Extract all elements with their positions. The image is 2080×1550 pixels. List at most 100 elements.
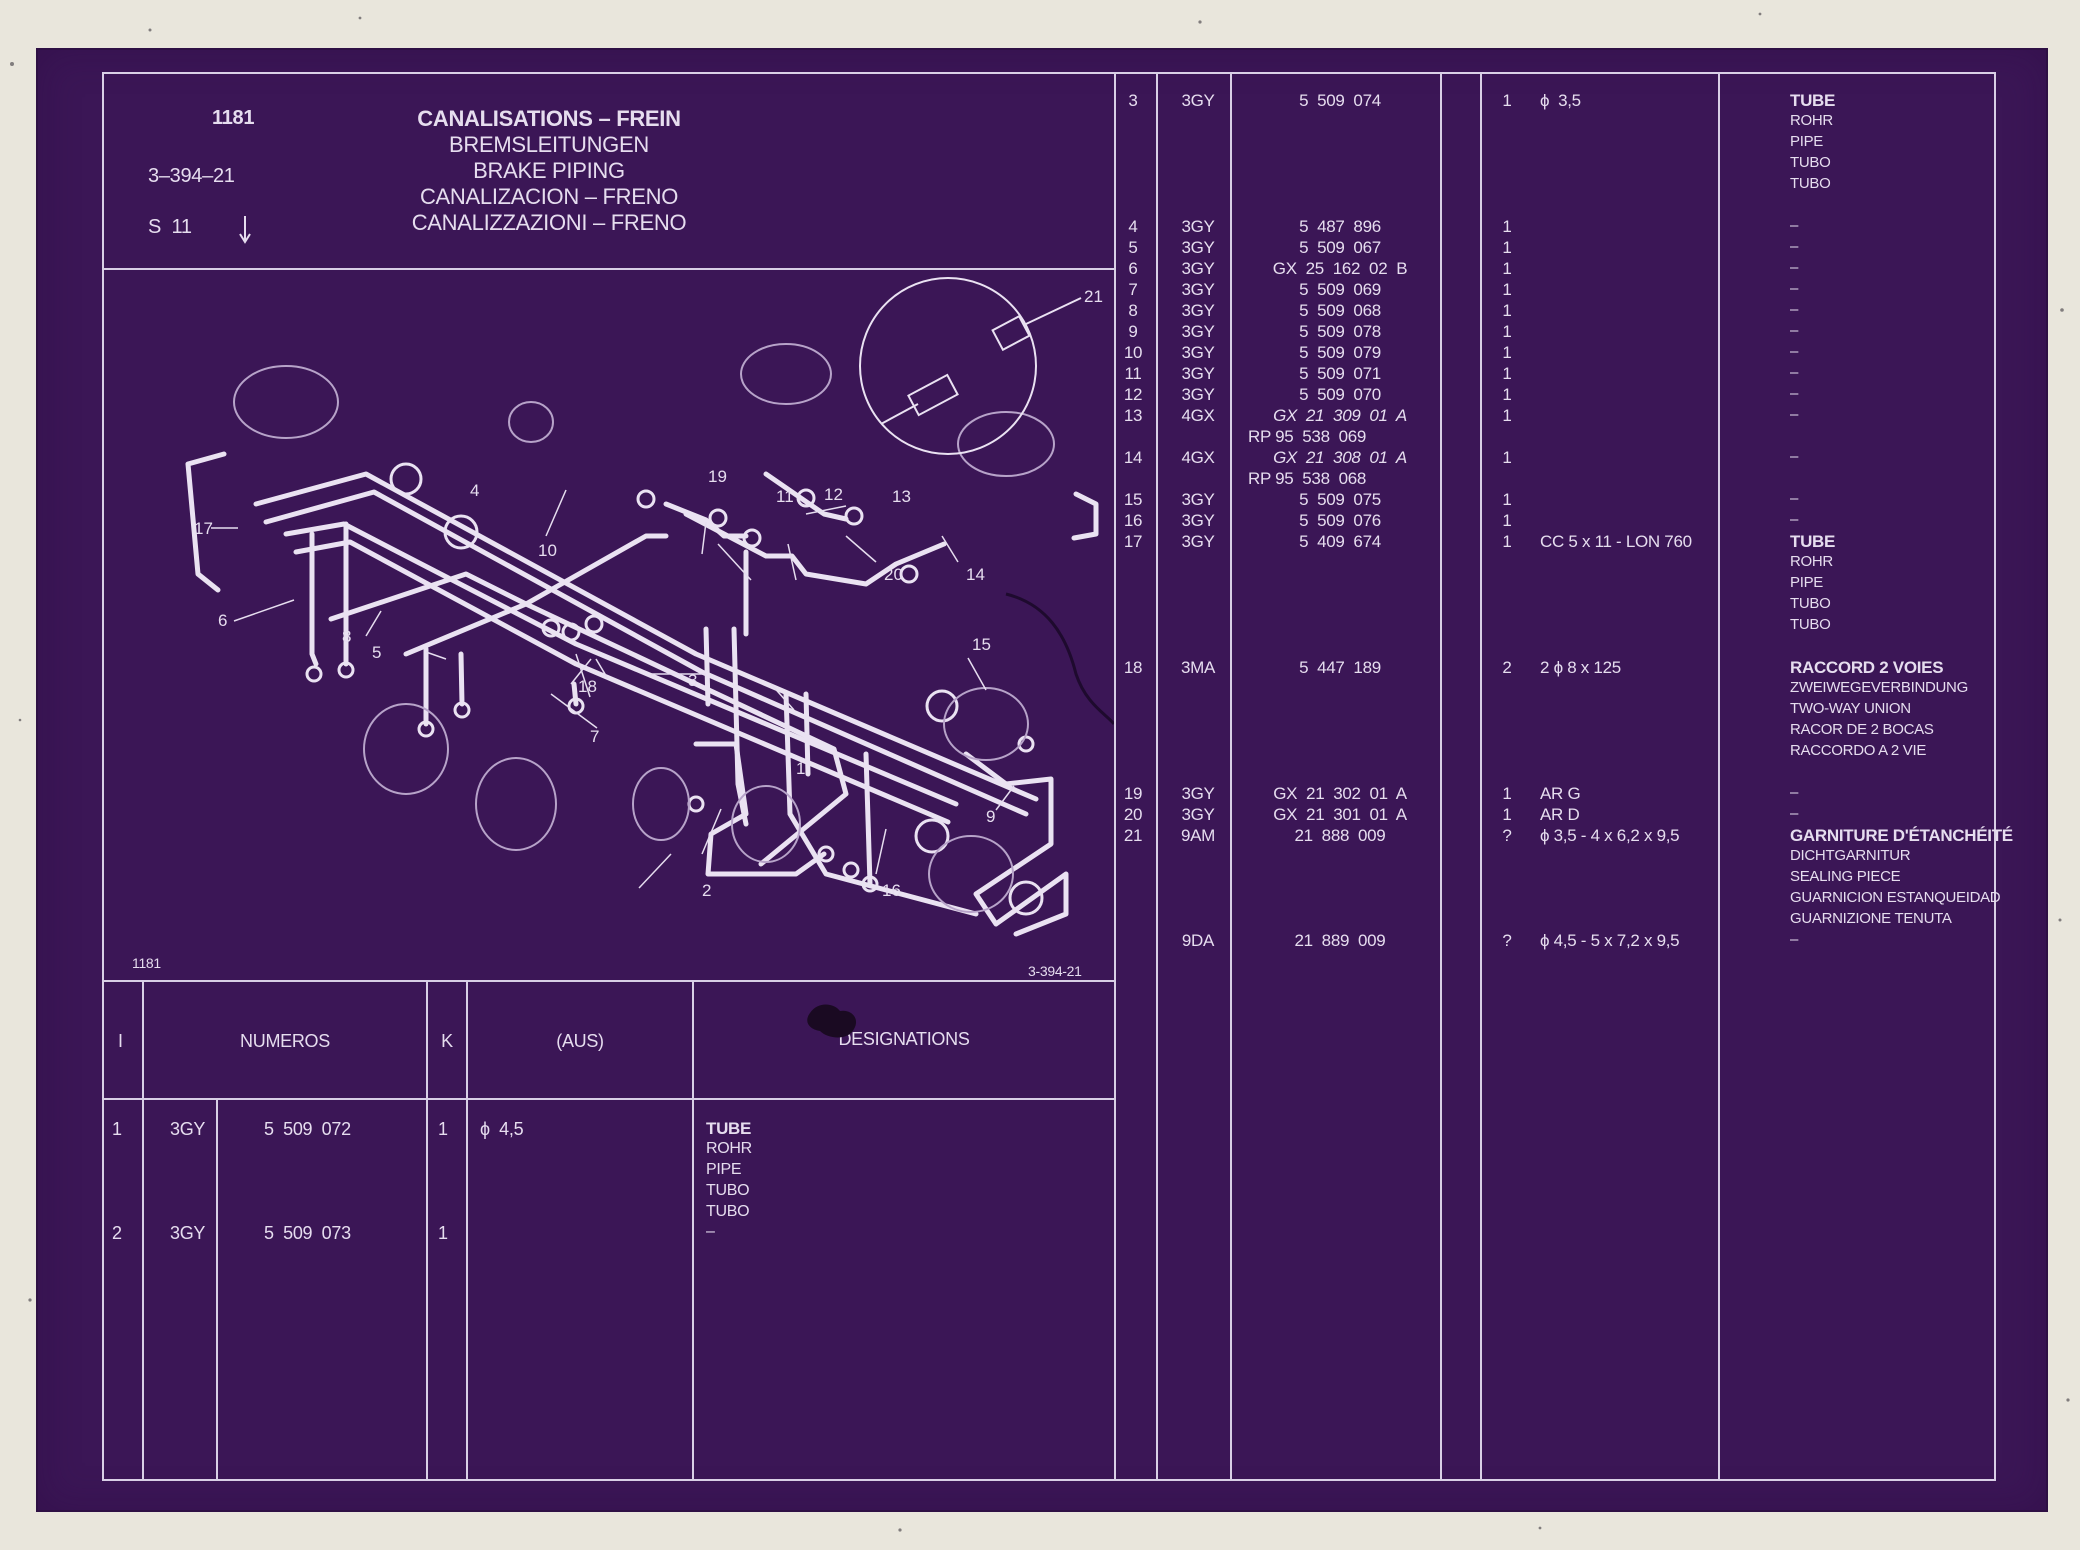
- col-line-i: [142, 980, 144, 1479]
- row-designation: –: [1790, 217, 1799, 234]
- title-block: CANALISATIONS – FREIN BREMSLEITUNGEN BRA…: [374, 108, 724, 238]
- sheet-frame: 1181 3–394–21 S 11 CANALISATIONS – FREIN…: [102, 72, 2013, 1481]
- row-index: 13: [1123, 406, 1143, 425]
- row-designation: –: [1790, 343, 1799, 360]
- row-index: 11: [1124, 364, 1142, 383]
- row-designation: TUBE: [1790, 91, 1836, 110]
- callout-13: 13: [892, 487, 911, 506]
- row-index: 12: [1123, 385, 1143, 404]
- row-index: 8: [1128, 301, 1138, 320]
- row-designation: –: [1790, 259, 1799, 276]
- row-index: 19: [1123, 784, 1143, 803]
- row-aus: ϕ 4,5 - 5 x 7,2 x 9,5: [1540, 931, 1680, 950]
- row-index: 4: [1128, 217, 1138, 236]
- row-designation: –: [1790, 238, 1799, 255]
- row-part-number: GX 21 302 01 A: [1273, 784, 1407, 803]
- callout-20: 20: [884, 565, 903, 584]
- table-head-line: [104, 1098, 1114, 1100]
- row-part-number: 5 509 068: [1299, 301, 1381, 320]
- row-aus: AR G: [1540, 784, 1581, 803]
- row-qty: 1: [1502, 280, 1512, 299]
- row-qty: 1: [1502, 490, 1512, 509]
- callout-2: 2: [702, 881, 711, 900]
- row-part-number: GX 25 162 02 B: [1272, 259, 1408, 278]
- row-part-number: 5 509 070: [1299, 385, 1381, 404]
- title-de: BREMSLEITUNGEN: [449, 132, 649, 157]
- row-group: 4GX: [1181, 406, 1215, 425]
- row-designation-es: TUBO: [706, 1182, 750, 1199]
- sheet-number: S 11: [148, 216, 192, 238]
- row-aus: 2 ϕ 8 x 125: [1540, 658, 1621, 677]
- row-designation: –: [1790, 931, 1799, 948]
- col-line-numeros: [426, 980, 428, 1479]
- row-part-number-alt: RP 95 538 069: [1247, 427, 1367, 446]
- row-index: 20: [1123, 805, 1143, 824]
- row-designation-fr: TUBE: [706, 1119, 752, 1138]
- row-qty: 1: [1502, 238, 1512, 257]
- row-designation-translation: ZWEIWEGEVERBINDUNG: [1790, 679, 1968, 696]
- row-designation-translation: DICHTGARNITUR: [1790, 847, 1911, 864]
- callout-15: 15: [972, 635, 991, 654]
- callout-21: 21: [1084, 287, 1103, 306]
- row-index: 10: [1123, 343, 1143, 362]
- row-group: 3GY: [1181, 490, 1215, 509]
- row-designation: –: [1790, 301, 1799, 318]
- row-part-number: 5 509 076: [1299, 511, 1381, 530]
- col-line-k: [466, 980, 468, 1479]
- row-designation-translation: SEALING PIECE: [1790, 868, 1901, 885]
- col-line-grp: [216, 1100, 218, 1479]
- col-header-i: I: [118, 1031, 123, 1051]
- row-part-number-alt: RP 95 538 068: [1247, 469, 1367, 488]
- row-designation: –: [706, 1223, 715, 1240]
- row-part-number: 21 888 009: [1294, 826, 1386, 845]
- header-divider: [104, 268, 1114, 270]
- row-part-number: 5 509 074: [1299, 91, 1381, 110]
- row-group: 4GX: [1181, 448, 1215, 467]
- col-header-numeros: NUMEROS: [240, 1031, 330, 1051]
- row-designation: –: [1790, 784, 1799, 801]
- row-index: 2: [112, 1223, 122, 1243]
- row-group: 3GY: [1181, 301, 1215, 320]
- row-part-number: 21 889 009: [1294, 931, 1386, 950]
- callout-10: 10: [538, 541, 557, 560]
- row-qty: ?: [1502, 826, 1512, 845]
- row-qty: 1: [1502, 364, 1512, 383]
- row-designation-translation: TUBO: [1790, 616, 1831, 633]
- row-part-number: 5 509 072: [264, 1119, 351, 1139]
- row-qty: 1: [1502, 406, 1512, 425]
- title-en: BRAKE PIPING: [473, 158, 625, 183]
- diagram-caption-right: 3-394-21: [1028, 963, 1082, 979]
- catalog-ref: 3–394–21: [148, 165, 235, 187]
- row-designation-translation: PIPE: [1790, 133, 1823, 150]
- row-part-number: 5 487 896: [1299, 217, 1381, 236]
- row-part-number: 5 509 067: [1299, 238, 1381, 257]
- row-index: 3: [1128, 91, 1138, 110]
- row-designation: –: [1790, 511, 1799, 528]
- row-designation: –: [1790, 406, 1799, 423]
- row-designation-translation: RACCORDO A 2 VIE: [1790, 742, 1927, 759]
- row-qty: 1: [1502, 322, 1512, 341]
- row-index: 9: [1128, 322, 1138, 341]
- col-line-r-i: [1156, 74, 1158, 1479]
- row-designation-translation: ROHR: [1790, 112, 1833, 129]
- row-qty: 1: [1502, 91, 1512, 110]
- row-group: 3GY: [1181, 322, 1215, 341]
- row-designation: –: [1790, 805, 1799, 822]
- row-index: 5: [1128, 238, 1138, 257]
- row-group: 3GY: [1181, 217, 1215, 236]
- callout-16: 16: [882, 881, 901, 900]
- col-line-r-aus: [1718, 74, 1720, 1479]
- callout-17: 17: [194, 519, 213, 538]
- row-designation: TUBE: [1790, 532, 1836, 551]
- row-group: 9AM: [1180, 826, 1216, 845]
- col-header-designations: DESIGNATIONS: [838, 1029, 970, 1049]
- ink-blot: [807, 1004, 857, 1038]
- row-qty: 1: [438, 1119, 448, 1139]
- row-index: 16: [1123, 511, 1143, 530]
- row-part-number: GX 21 309 01 A: [1273, 406, 1407, 425]
- row-group: 3GY: [1181, 343, 1215, 362]
- row-group: 3GY: [1181, 805, 1215, 824]
- row-designation: RACCORD 2 VOIES: [1790, 658, 1944, 677]
- parts-sheet: 1181 3–394–21 S 11 CANALISATIONS – FREIN…: [38, 50, 2046, 1510]
- row-designation-en: PIPE: [706, 1161, 742, 1178]
